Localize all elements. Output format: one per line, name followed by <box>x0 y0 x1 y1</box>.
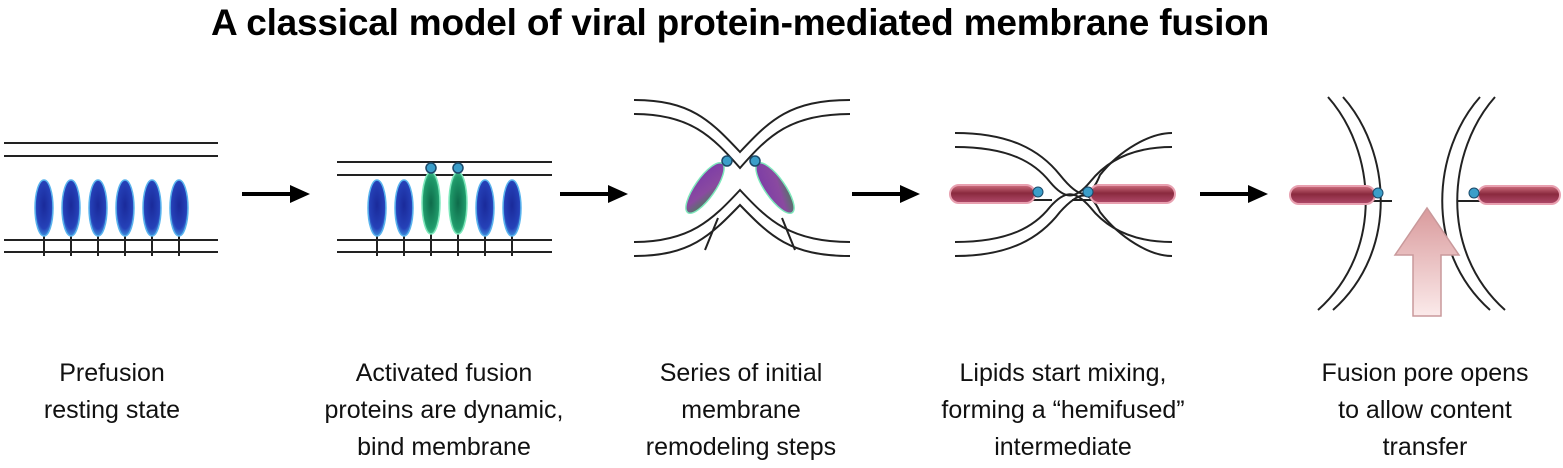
caption-remodeling: Series of initial membrane remodeling st… <box>645 359 837 461</box>
diagram-title: A classical model of viral protein-media… <box>210 2 1270 43</box>
prefusion-proteins <box>34 179 189 237</box>
caption-activated: Activated fusion proteins are dynamic, b… <box>324 359 564 461</box>
remodeling-protein <box>755 162 795 214</box>
fusion-peptide-bead <box>749 155 761 167</box>
arrow-4 <box>1200 185 1268 203</box>
panel-hemifused <box>954 132 1173 257</box>
caption-hemifused: Lipids start mixing, forming a “hemifuse… <box>941 359 1185 461</box>
fusion-peptide-bead <box>1468 187 1480 199</box>
fusion-peptide-bead <box>721 155 733 167</box>
prefusion-protein <box>142 179 162 237</box>
pore-lipids <box>1289 185 1561 205</box>
lipid-bar <box>1289 185 1376 205</box>
content-transfer-arrow <box>1393 206 1461 317</box>
arrow-2 <box>560 185 628 203</box>
arrow-1 <box>242 185 310 203</box>
prefusion-protein <box>502 179 522 237</box>
fusion-peptide-bead <box>425 162 437 174</box>
panel-activated <box>337 161 552 256</box>
lipid-bar <box>1477 185 1561 205</box>
activated-protein <box>448 171 468 235</box>
activated-protein <box>421 171 441 235</box>
prefusion-protein <box>367 179 387 237</box>
panel-remodeling <box>633 99 851 257</box>
hemifused-lipids <box>949 184 1176 204</box>
prefusion-protein <box>34 179 54 237</box>
prefusion-protein <box>115 179 135 237</box>
caption-prefusion: Prefusion resting state <box>43 359 181 424</box>
lipid-bar <box>1089 184 1176 204</box>
activated-proteins <box>367 162 522 237</box>
prefusion-protein <box>169 179 189 237</box>
prefusion-protein <box>88 179 108 237</box>
prefusion-protein <box>475 179 495 237</box>
prefusion-protein <box>61 179 81 237</box>
prefusion-protein <box>394 179 414 237</box>
fusion-peptide-bead <box>1372 187 1384 199</box>
arrow-3 <box>852 185 920 203</box>
caption-pore: Fusion pore opens to allow content trans… <box>1321 359 1529 461</box>
lipid-bar <box>949 184 1036 204</box>
bent-proteins <box>685 155 795 214</box>
remodeling-protein <box>685 162 725 214</box>
fusion-peptide-bead <box>452 162 464 174</box>
fusion-peptide-bead <box>1082 186 1094 198</box>
fusion-peptide-bead <box>1032 186 1044 198</box>
